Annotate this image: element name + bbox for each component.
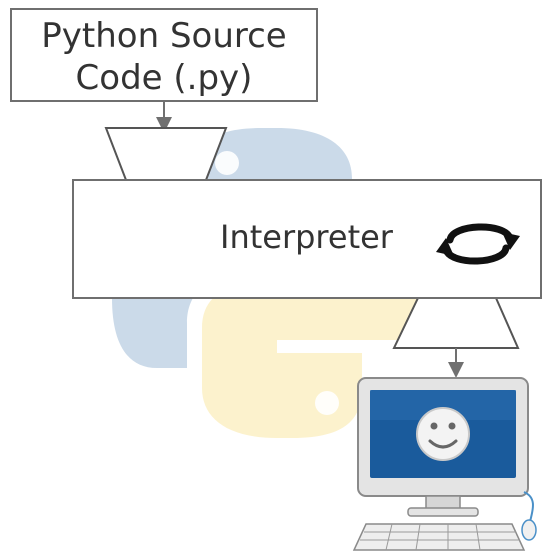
source-line-2: Code (.py) — [75, 58, 253, 98]
input-funnel — [104, 127, 228, 181]
mouse-icon — [521, 491, 537, 541]
cycle-arrows-icon — [436, 223, 520, 265]
keyboard-icon — [352, 523, 526, 551]
interpreter-label: Interpreter — [220, 218, 393, 256]
smiley-face-icon — [416, 407, 470, 461]
source-line-1: Python Source — [41, 16, 287, 56]
computer-icon — [352, 377, 537, 551]
source-code-box: Python Source Code (.py) — [10, 8, 318, 102]
output-funnel — [392, 297, 520, 349]
python-logo-yellow-eye — [315, 391, 339, 415]
python-logo-blue-eye — [215, 151, 239, 175]
interpreter-box: Interpreter — [72, 179, 542, 299]
